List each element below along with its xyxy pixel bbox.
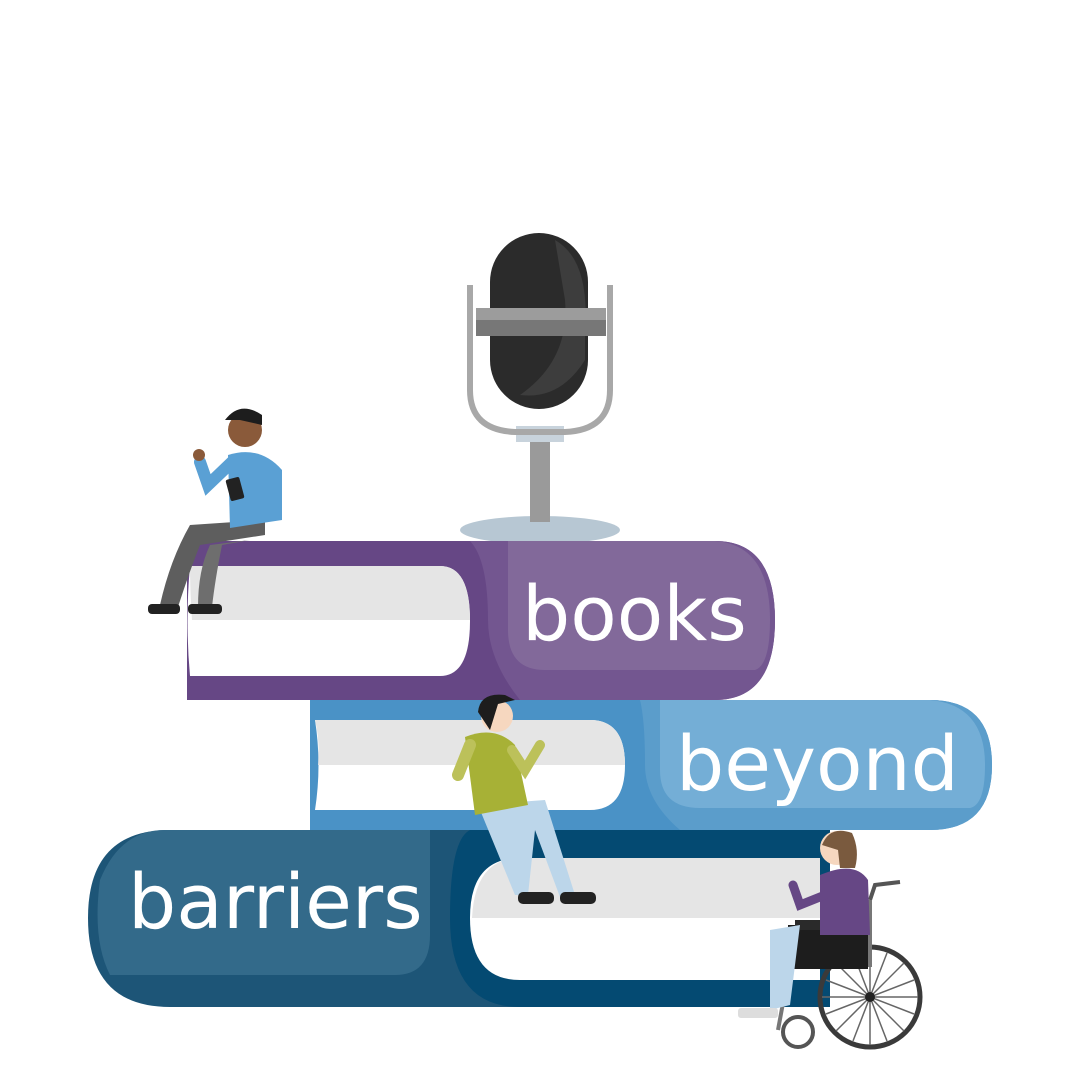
book-beyond: beyond bbox=[310, 700, 992, 830]
person-with-tablet bbox=[148, 408, 282, 614]
person-green-sweater bbox=[452, 694, 596, 904]
person-in-wheelchair bbox=[738, 830, 923, 1050]
book-books: books bbox=[187, 541, 775, 700]
logo-word-beyond: beyond bbox=[676, 719, 959, 808]
book-barriers: barriers bbox=[88, 830, 830, 1007]
logo-word-books: books bbox=[522, 569, 747, 658]
microphone-icon bbox=[460, 233, 620, 544]
logo-word-barriers: barriers bbox=[128, 857, 423, 946]
